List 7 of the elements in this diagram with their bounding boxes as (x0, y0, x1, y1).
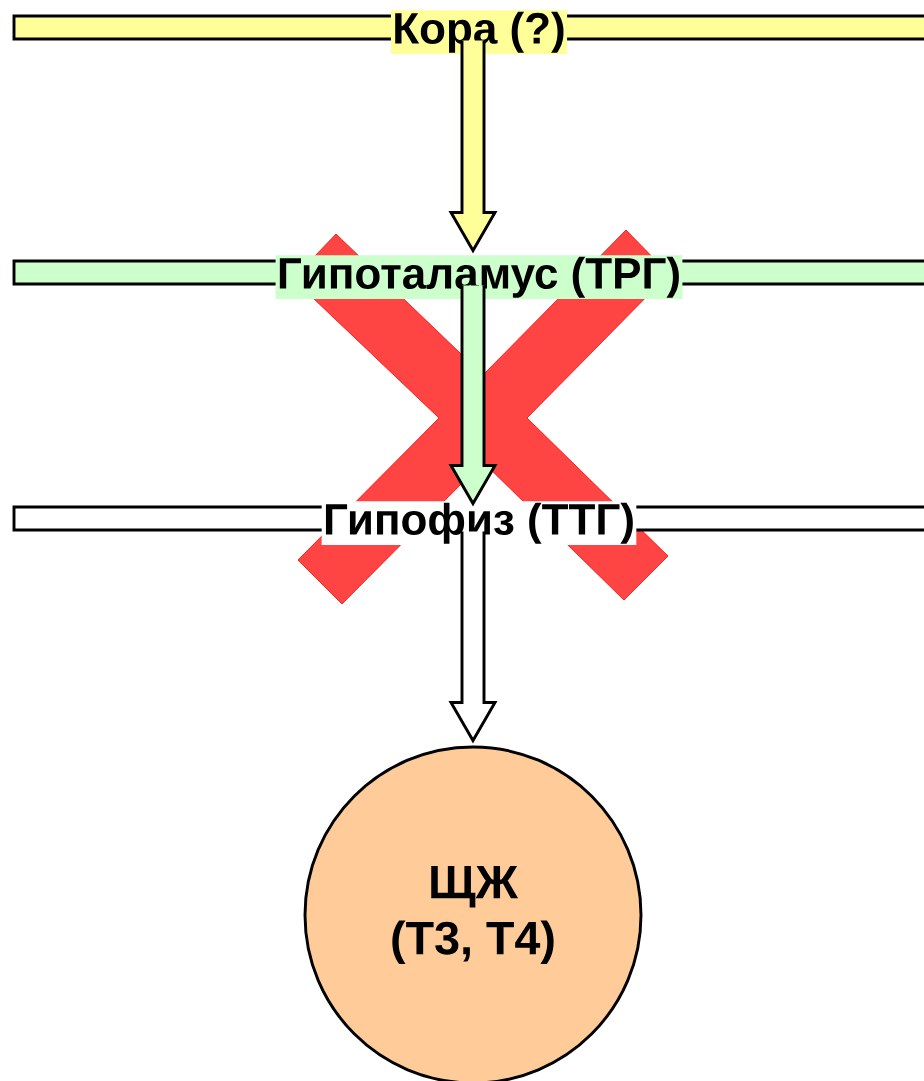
level-band: Гипофиз (ТТГ) (12, 501, 924, 546)
block-arrow (448, 39, 498, 254)
block-arrow (448, 530, 498, 744)
node-label: Гипофиз (ТТГ) (325, 502, 633, 544)
block-arrow (448, 284, 498, 507)
level-band: Гипоталамус (ТРГ) (12, 255, 924, 300)
level-band: Кора (?) (12, 10, 924, 55)
